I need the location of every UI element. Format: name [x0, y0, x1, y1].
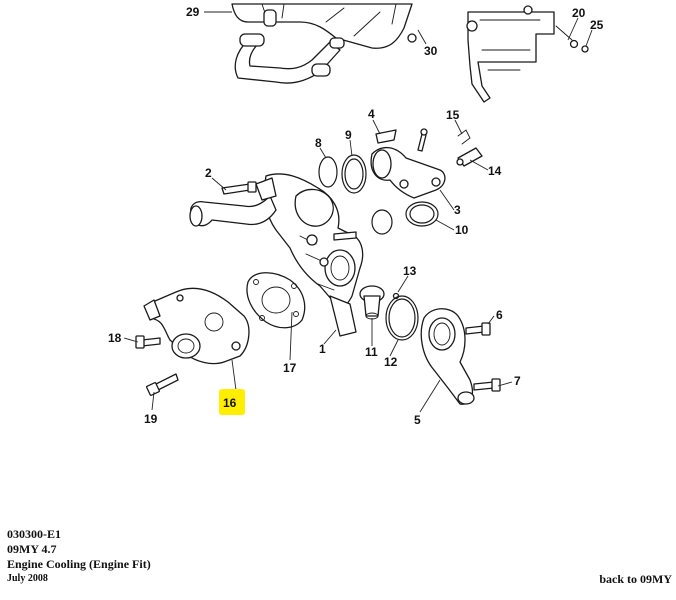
model-year: 09MY 4.7	[7, 542, 57, 556]
callout-labels: 29 30 20 25 4 15 8 9 14 2 3 10 13 6 18 1…	[108, 5, 604, 427]
callout-17: 17	[283, 361, 297, 375]
highlight-marker	[219, 389, 245, 415]
part-bolt-6	[465, 322, 491, 336]
callout-15: 15	[446, 108, 460, 122]
callout-20: 20	[572, 6, 586, 20]
part-o-ring-8	[318, 156, 338, 188]
callout-14: 14	[488, 164, 502, 178]
callout-13: 13	[403, 264, 417, 278]
mounting-bracket	[466, 5, 589, 103]
part-gasket-17	[246, 272, 306, 329]
callout-3: 3	[454, 203, 461, 217]
diagram-code: 030300-E1	[7, 527, 61, 541]
callout-9: 9	[345, 128, 352, 142]
coolant-pipe-assembly	[231, 3, 417, 84]
part-bolt-2	[221, 181, 257, 195]
part-bolt-19	[146, 373, 179, 396]
part-water-pump-16	[143, 287, 250, 365]
part-bolt-7	[473, 378, 501, 392]
part-thermostat-11	[359, 285, 385, 320]
callout-7: 7	[514, 374, 521, 388]
part-outlet-3	[370, 147, 446, 199]
part-o-ring-12	[385, 295, 419, 341]
callout-18: 18	[108, 331, 122, 345]
part-clip-4	[375, 129, 397, 144]
diagram-title: Engine Cooling (Engine Fit)	[7, 557, 151, 571]
callout-16: 16	[223, 396, 237, 410]
callout-4: 4	[368, 107, 375, 121]
callout-19: 19	[144, 412, 158, 426]
water-outlet-housing	[263, 173, 364, 337]
callout-30: 30	[424, 44, 438, 58]
callout-10: 10	[455, 223, 469, 237]
part-bolt-18	[135, 335, 161, 349]
callout-8: 8	[315, 136, 322, 150]
bypass-pipe	[189, 177, 277, 227]
callout-6: 6	[496, 308, 503, 322]
callout-11: 11	[365, 345, 378, 359]
part-thermostat-housing-5	[420, 308, 475, 405]
diagram-date: July 2008	[7, 573, 48, 584]
callout-29: 29	[186, 5, 200, 19]
callout-1: 1	[319, 342, 326, 356]
callout-2: 2	[205, 166, 212, 180]
callout-12: 12	[384, 355, 398, 369]
back-link[interactable]: back to 09MY	[599, 572, 672, 586]
part-sensor-14	[456, 147, 483, 167]
callout-5: 5	[414, 413, 421, 427]
part-o-ring-9	[341, 154, 367, 194]
leader-lines	[123, 11, 593, 413]
callout-25: 25	[590, 18, 604, 32]
part-clip-15	[457, 129, 471, 145]
part-o-ring-10	[405, 201, 439, 227]
